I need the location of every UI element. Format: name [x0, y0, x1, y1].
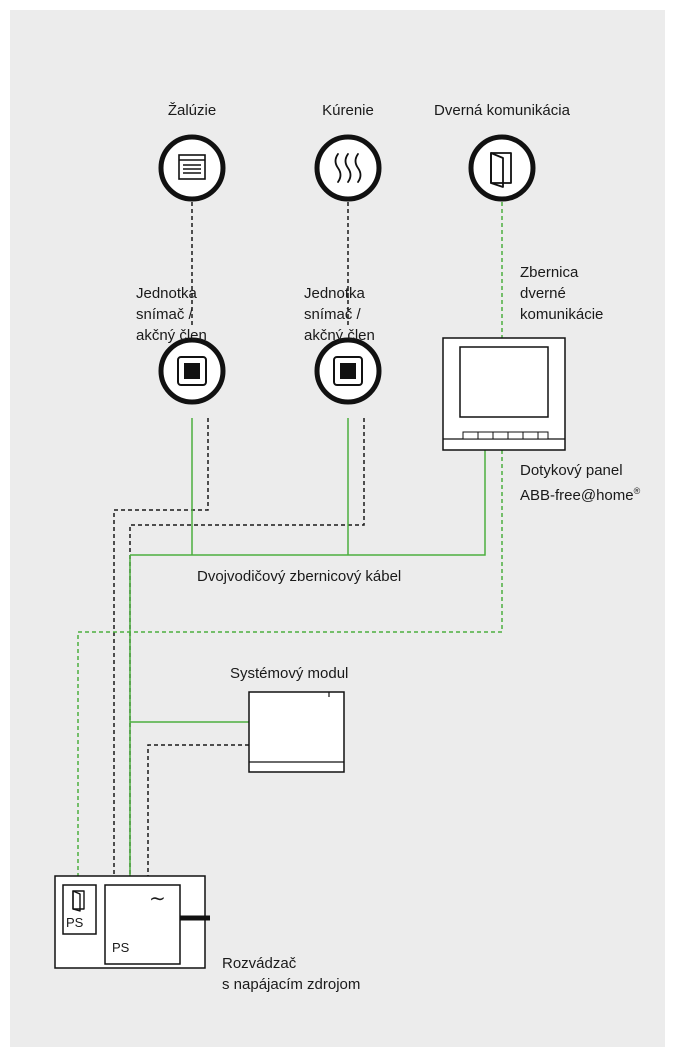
two-wire-bus-label: Dvojvodičový zbernicový kábel	[197, 568, 402, 585]
heating-label: Kúrenie	[322, 102, 374, 119]
unit2-node	[314, 337, 382, 405]
touch-panel-device	[442, 337, 566, 451]
unit1-label: Jednotka snímač / akčný člen	[136, 285, 207, 344]
system-module-device	[248, 691, 345, 773]
door-bus-label: Zbernica dverné komunikácie	[520, 264, 604, 323]
unit2-label: Jednotka snímač / akčný člen	[304, 285, 375, 344]
unit1-node	[158, 337, 226, 405]
touch-panel-label-line2: ABB-free@home	[520, 487, 634, 504]
blinds-node	[158, 134, 226, 202]
door-bus-to-cabinet-line	[77, 450, 503, 876]
blinds-icon	[178, 154, 206, 180]
trademark-symbol: ®	[633, 486, 641, 496]
bus-panel-line	[130, 450, 486, 556]
cabinet-device	[54, 875, 210, 969]
cabinet-label: Rozvádzač s napájacím zdrojom	[222, 955, 361, 993]
heating-icon	[334, 153, 362, 183]
ac-symbol: ∼	[149, 888, 166, 910]
heating-node	[314, 134, 382, 202]
door-icon	[490, 152, 512, 188]
sensor-actuator-icon	[177, 356, 207, 386]
module-to-cabinet-line	[147, 744, 249, 876]
ps-main-module	[104, 884, 181, 965]
door-communication-label: Dverná komunikácia	[434, 102, 570, 119]
ps-door-label: PS	[66, 915, 84, 930]
touch-panel-label: Dotykový panel ABB-free@home®	[520, 460, 640, 506]
touch-panel-label-line1: Dotykový panel	[520, 462, 623, 479]
ps-door-module	[62, 884, 97, 935]
system-module-label: Systémový modul	[230, 665, 349, 682]
unit1-to-cabinet-line	[113, 418, 209, 876]
ps-main-label: PS	[112, 940, 130, 955]
sensor-actuator-icon	[333, 356, 363, 386]
door-node	[468, 134, 536, 202]
touch-panel-buttons	[462, 431, 549, 440]
blinds-label: Žalúzie	[167, 102, 217, 119]
unit2-to-cabinet-line	[129, 418, 365, 876]
door-icon	[72, 890, 85, 912]
